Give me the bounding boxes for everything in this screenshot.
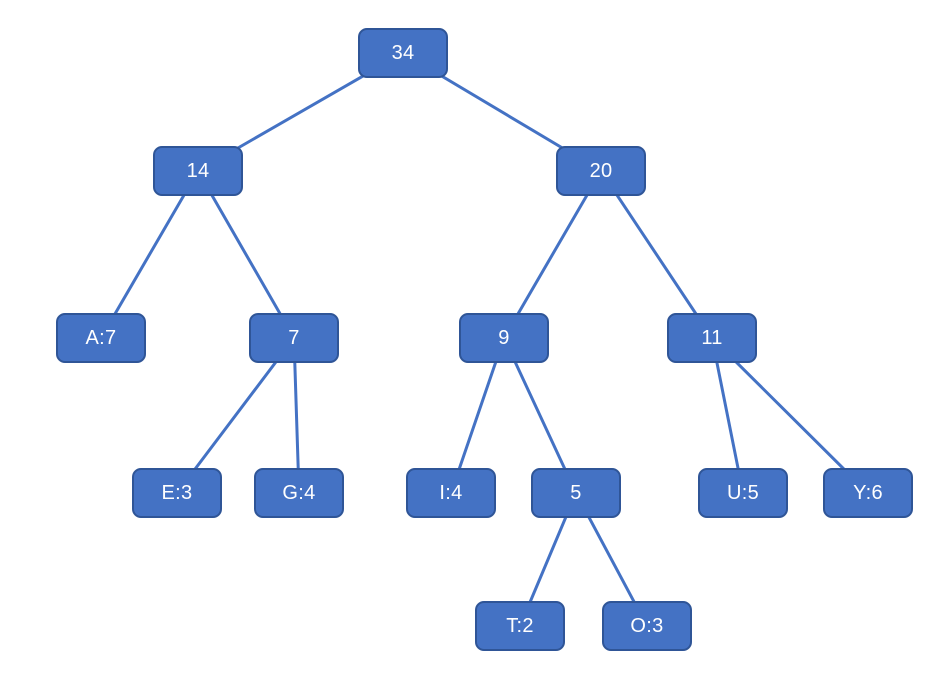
tree-node-n20[interactable]: 20 <box>556 146 646 196</box>
tree-node-n9[interactable]: 9 <box>459 313 549 363</box>
tree-edge-n11-leafU5 <box>710 336 745 495</box>
tree-node-leafG4[interactable]: G:4 <box>254 468 344 518</box>
tree-node-root34[interactable]: 34 <box>358 28 448 78</box>
tree-edge-n20-n9 <box>502 169 603 340</box>
tree-edge-n9-leafI4 <box>449 336 506 495</box>
tree-edge-n9-n5 <box>502 336 578 495</box>
tree-node-leafO3[interactable]: O:3 <box>602 601 692 651</box>
tree-node-n5[interactable]: 5 <box>531 468 621 518</box>
tree-node-leafT2[interactable]: T:2 <box>475 601 565 651</box>
tree-edge-n14-leafA7 <box>99 169 200 340</box>
tree-node-leafE3[interactable]: E:3 <box>132 468 222 518</box>
tree-edge-n20-n11 <box>599 169 714 340</box>
tree-node-n11[interactable]: 11 <box>667 313 757 363</box>
tree-node-leafI4[interactable]: I:4 <box>406 468 496 518</box>
tree-edge-n11-leafY6 <box>710 336 870 495</box>
tree-node-n7[interactable]: 7 <box>249 313 339 363</box>
tree-node-leafY6[interactable]: Y:6 <box>823 468 913 518</box>
tree-node-n14[interactable]: 14 <box>153 146 243 196</box>
tree-node-leafA7[interactable]: A:7 <box>56 313 146 363</box>
tree-edge-n7-leafG4 <box>292 336 301 495</box>
tree-node-leafU5[interactable]: U:5 <box>698 468 788 518</box>
tree-edge-n7-leafE3 <box>175 336 296 495</box>
tree-edge-n14-n7 <box>196 169 296 340</box>
